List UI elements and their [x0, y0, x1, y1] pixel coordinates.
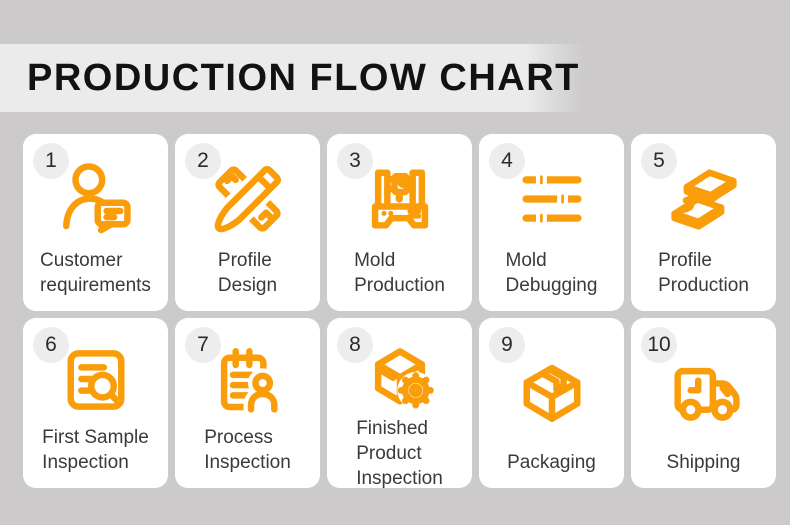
delivery-truck-icon: [673, 367, 740, 421]
step-number: 9: [501, 333, 513, 356]
package-box-icon: [522, 364, 581, 422]
step-label: Shipping: [631, 450, 776, 488]
step-number: 10: [647, 333, 671, 356]
step-number: 2: [197, 149, 209, 172]
step-icon-wrap: [479, 318, 624, 450]
step-icon-wrap: [23, 134, 168, 248]
milling-machine-icon: [371, 169, 428, 229]
step-number-badge: 4: [489, 143, 525, 179]
step-icon-wrap: [175, 318, 320, 425]
step-number-badge: 2: [185, 143, 221, 179]
step-label-lines: Packaging: [507, 452, 596, 473]
step-number: 5: [653, 149, 665, 172]
step-icon-wrap: [23, 318, 168, 425]
page-title: PRODUCTION FLOW CHART: [27, 56, 580, 99]
step-icon-wrap: [175, 134, 320, 248]
step-number-badge: 9: [489, 327, 525, 363]
step-number-badge: 8: [337, 327, 373, 363]
aluminum-profile-icon: [670, 169, 737, 230]
step-card: 10 Shipping: [631, 318, 776, 488]
step-label-lines: Shipping: [666, 452, 741, 473]
step-icon-wrap: [327, 318, 472, 416]
step-card: 9 Packaging: [479, 318, 624, 488]
sliders-icon: [521, 171, 582, 227]
step-number-badge: 3: [337, 143, 373, 179]
step-number: 8: [349, 333, 361, 356]
step-icon-wrap: [327, 134, 472, 248]
step-number: 4: [501, 149, 513, 172]
step-number-badge: 5: [641, 143, 677, 179]
step-label: Packaging: [479, 450, 624, 488]
step-number: 7: [197, 333, 209, 356]
step-icon-wrap: [479, 134, 624, 248]
clipboard-person-icon: [220, 347, 282, 417]
box-gear-icon: [374, 348, 434, 409]
pen-design-icon: [209, 161, 286, 237]
title-band: PRODUCTION FLOW CHART: [0, 44, 584, 112]
step-number: 3: [349, 149, 361, 172]
document-magnifier-icon: [66, 349, 125, 410]
step-number-badge: 10: [641, 327, 677, 363]
person-message-icon: [62, 163, 131, 234]
step-number-badge: 1: [33, 143, 69, 179]
step-number: 1: [45, 149, 57, 172]
step-icon-wrap: [631, 318, 776, 450]
step-number-badge: 6: [33, 327, 69, 363]
step-number: 6: [45, 333, 57, 356]
step-icon-wrap: [631, 134, 776, 248]
step-number-badge: 7: [185, 327, 221, 363]
